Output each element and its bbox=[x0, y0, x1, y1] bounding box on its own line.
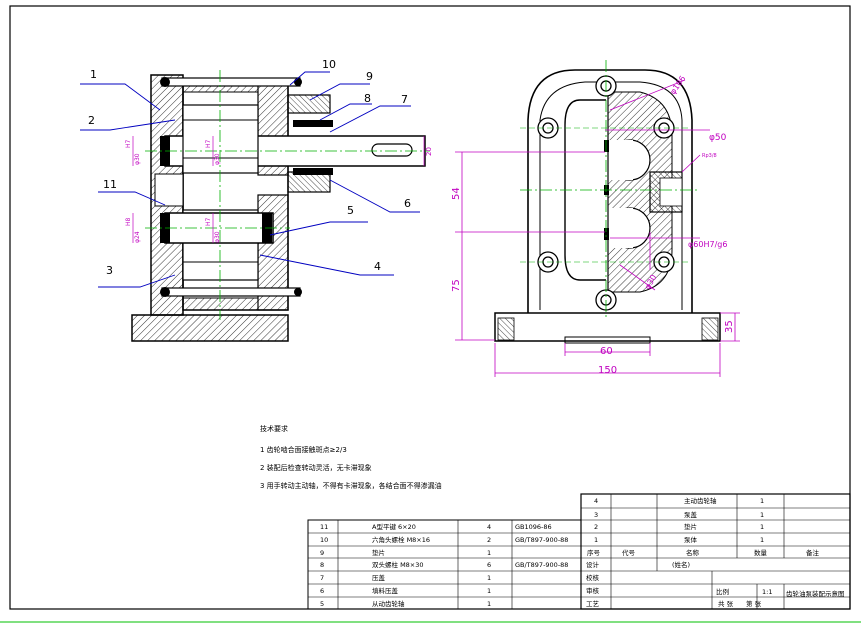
part-qty: 1 bbox=[487, 587, 491, 595]
dim-phi24: φ24 bbox=[134, 231, 141, 243]
tb-sheet-b: 第 张 bbox=[746, 599, 762, 608]
key-slot bbox=[371, 143, 413, 157]
part-name: 压盖 bbox=[372, 573, 386, 582]
part-label-5: 5 bbox=[347, 204, 354, 217]
tb-sheet-a: 共 张 bbox=[718, 599, 734, 608]
pump-body-front bbox=[527, 69, 693, 313]
part-label-2: 2 bbox=[88, 114, 95, 127]
part-qty: 1 bbox=[487, 574, 491, 582]
part-no: 9 bbox=[320, 549, 324, 557]
part-label-4: 4 bbox=[374, 260, 381, 273]
part-no: 7 bbox=[320, 574, 324, 582]
part-qty: 1 bbox=[760, 497, 764, 505]
dim-54: 54 bbox=[451, 187, 462, 200]
part-label-1: 1 bbox=[90, 68, 97, 81]
parts-list-right: 4 主动齿轮轴 1 3 泵盖 1 2 垫片 1 1 泵体 1 序号 代号 名称 数量 备注 设计 (姓… bbox=[580, 493, 851, 610]
part-no: 8 bbox=[320, 561, 324, 569]
dim-phi30-b: φ30 bbox=[214, 153, 221, 165]
dim-75: 75 bbox=[451, 279, 462, 292]
tb-check: 校核 bbox=[586, 573, 600, 582]
part-name: 六角头螺栓 M8×16 bbox=[372, 535, 430, 544]
part-qty: 1 bbox=[760, 511, 764, 519]
tb-scale: 1:1 bbox=[762, 588, 772, 596]
tech-note-2: 2 装配后检查转动灵活，无卡滞现象 bbox=[260, 463, 372, 472]
part-qty: 1 bbox=[487, 549, 491, 557]
front-base bbox=[494, 312, 721, 342]
part-qty: 2 bbox=[487, 536, 491, 544]
dim-h8: H8 bbox=[125, 217, 132, 226]
part-label-11: 11 bbox=[103, 178, 117, 191]
tb-design-name: (姓名) bbox=[672, 560, 690, 569]
part-qty: 1 bbox=[487, 600, 491, 608]
part-no: 11 bbox=[320, 523, 328, 531]
part-name: 泵体 bbox=[684, 535, 698, 544]
part-name: 双头螺柱 M8×30 bbox=[372, 560, 424, 569]
dim-phi30-c: φ30 bbox=[214, 231, 221, 243]
dim-rp38: Rp3/8 bbox=[702, 153, 717, 159]
tb-design: 设计 bbox=[586, 560, 600, 569]
part-no: 10 bbox=[320, 536, 328, 544]
part-std: GB/T897-900-88 bbox=[515, 536, 568, 544]
tb-review: 审核 bbox=[586, 586, 600, 595]
dim-phi30-a: φ30 bbox=[134, 153, 141, 165]
part-name: 填料压盖 bbox=[372, 586, 399, 595]
part-no: 1 bbox=[594, 536, 598, 544]
dim-60: 60 bbox=[600, 346, 613, 357]
dim-20: 20 bbox=[425, 147, 433, 156]
technical-notes: 技术要求 1 齿轮啮合面接触斑点≥2/3 2 装配后检查转动灵活，无卡滞现象 3… bbox=[260, 424, 442, 490]
pump-base bbox=[131, 314, 289, 342]
header-name: 名称 bbox=[686, 548, 700, 557]
part-qty: 1 bbox=[760, 523, 764, 531]
part-qty: 1 bbox=[760, 536, 764, 544]
part-label-10: 10 bbox=[322, 58, 336, 71]
tb-drawing-title: 齿轮油泵装配示意图 bbox=[786, 589, 845, 598]
front-view: 54 75 35 60 150 φ50 φ106 φ60H7/g6 φ30 Rp… bbox=[451, 60, 740, 377]
header-no: 序号 bbox=[587, 548, 601, 557]
upper-gear bbox=[182, 104, 259, 174]
part-name: 垫片 bbox=[684, 522, 697, 531]
dim-35: 35 bbox=[724, 320, 735, 333]
dim-150: 150 bbox=[598, 365, 617, 376]
part-no: 5 bbox=[320, 600, 324, 608]
section-view: H7 φ30 H7 φ30 H7 φ30 H8 φ24 20 1 2 11 3 … bbox=[80, 58, 433, 342]
part-label-8: 8 bbox=[364, 92, 371, 105]
part-label-6: 6 bbox=[404, 197, 411, 210]
part-no: 3 bbox=[594, 511, 598, 519]
header-qty: 数量 bbox=[754, 548, 768, 557]
part-name: 从动齿轮轴 bbox=[372, 599, 405, 608]
tb-scale-label: 比例 bbox=[716, 587, 729, 596]
tech-notes-title: 技术要求 bbox=[260, 424, 288, 433]
dim-h7-b: H7 bbox=[205, 139, 212, 148]
dim-phi50: φ50 bbox=[709, 133, 727, 143]
part-label-3: 3 bbox=[106, 264, 113, 277]
header-code: 代号 bbox=[622, 548, 636, 557]
dim-h7-c: H7 bbox=[205, 217, 212, 226]
tech-note-1: 1 齿轮啮合面接触斑点≥2/3 bbox=[260, 445, 347, 454]
tech-note-3: 3 用手转动主动轴，不得有卡滞现象，各结合面不得渗漏油 bbox=[260, 481, 442, 490]
bolt-bottom bbox=[161, 287, 301, 297]
dim-phi60: φ60H7/g6 bbox=[688, 240, 727, 249]
dim-h7-a: H7 bbox=[125, 139, 132, 148]
part-qty: 6 bbox=[487, 561, 491, 569]
part-name: A型平键 6×20 bbox=[372, 522, 416, 531]
part-name: 泵盖 bbox=[684, 510, 698, 519]
part-std: GB/T897-900-88 bbox=[515, 561, 568, 569]
part-qty: 4 bbox=[487, 523, 491, 531]
part-no: 6 bbox=[320, 587, 324, 595]
drawing-frame bbox=[9, 5, 851, 610]
part-name: 垫片 bbox=[372, 548, 385, 557]
header-note: 备注 bbox=[806, 548, 820, 557]
part-no: 4 bbox=[594, 497, 598, 505]
part-label-7: 7 bbox=[401, 93, 408, 106]
tb-process: 工艺 bbox=[586, 600, 600, 608]
part-std: GB1096-86 bbox=[515, 523, 552, 531]
part-label-9: 9 bbox=[366, 70, 373, 83]
part-no: 2 bbox=[594, 523, 598, 531]
part-name: 主动齿轮轴 bbox=[684, 496, 717, 505]
bolt-top bbox=[161, 77, 301, 87]
